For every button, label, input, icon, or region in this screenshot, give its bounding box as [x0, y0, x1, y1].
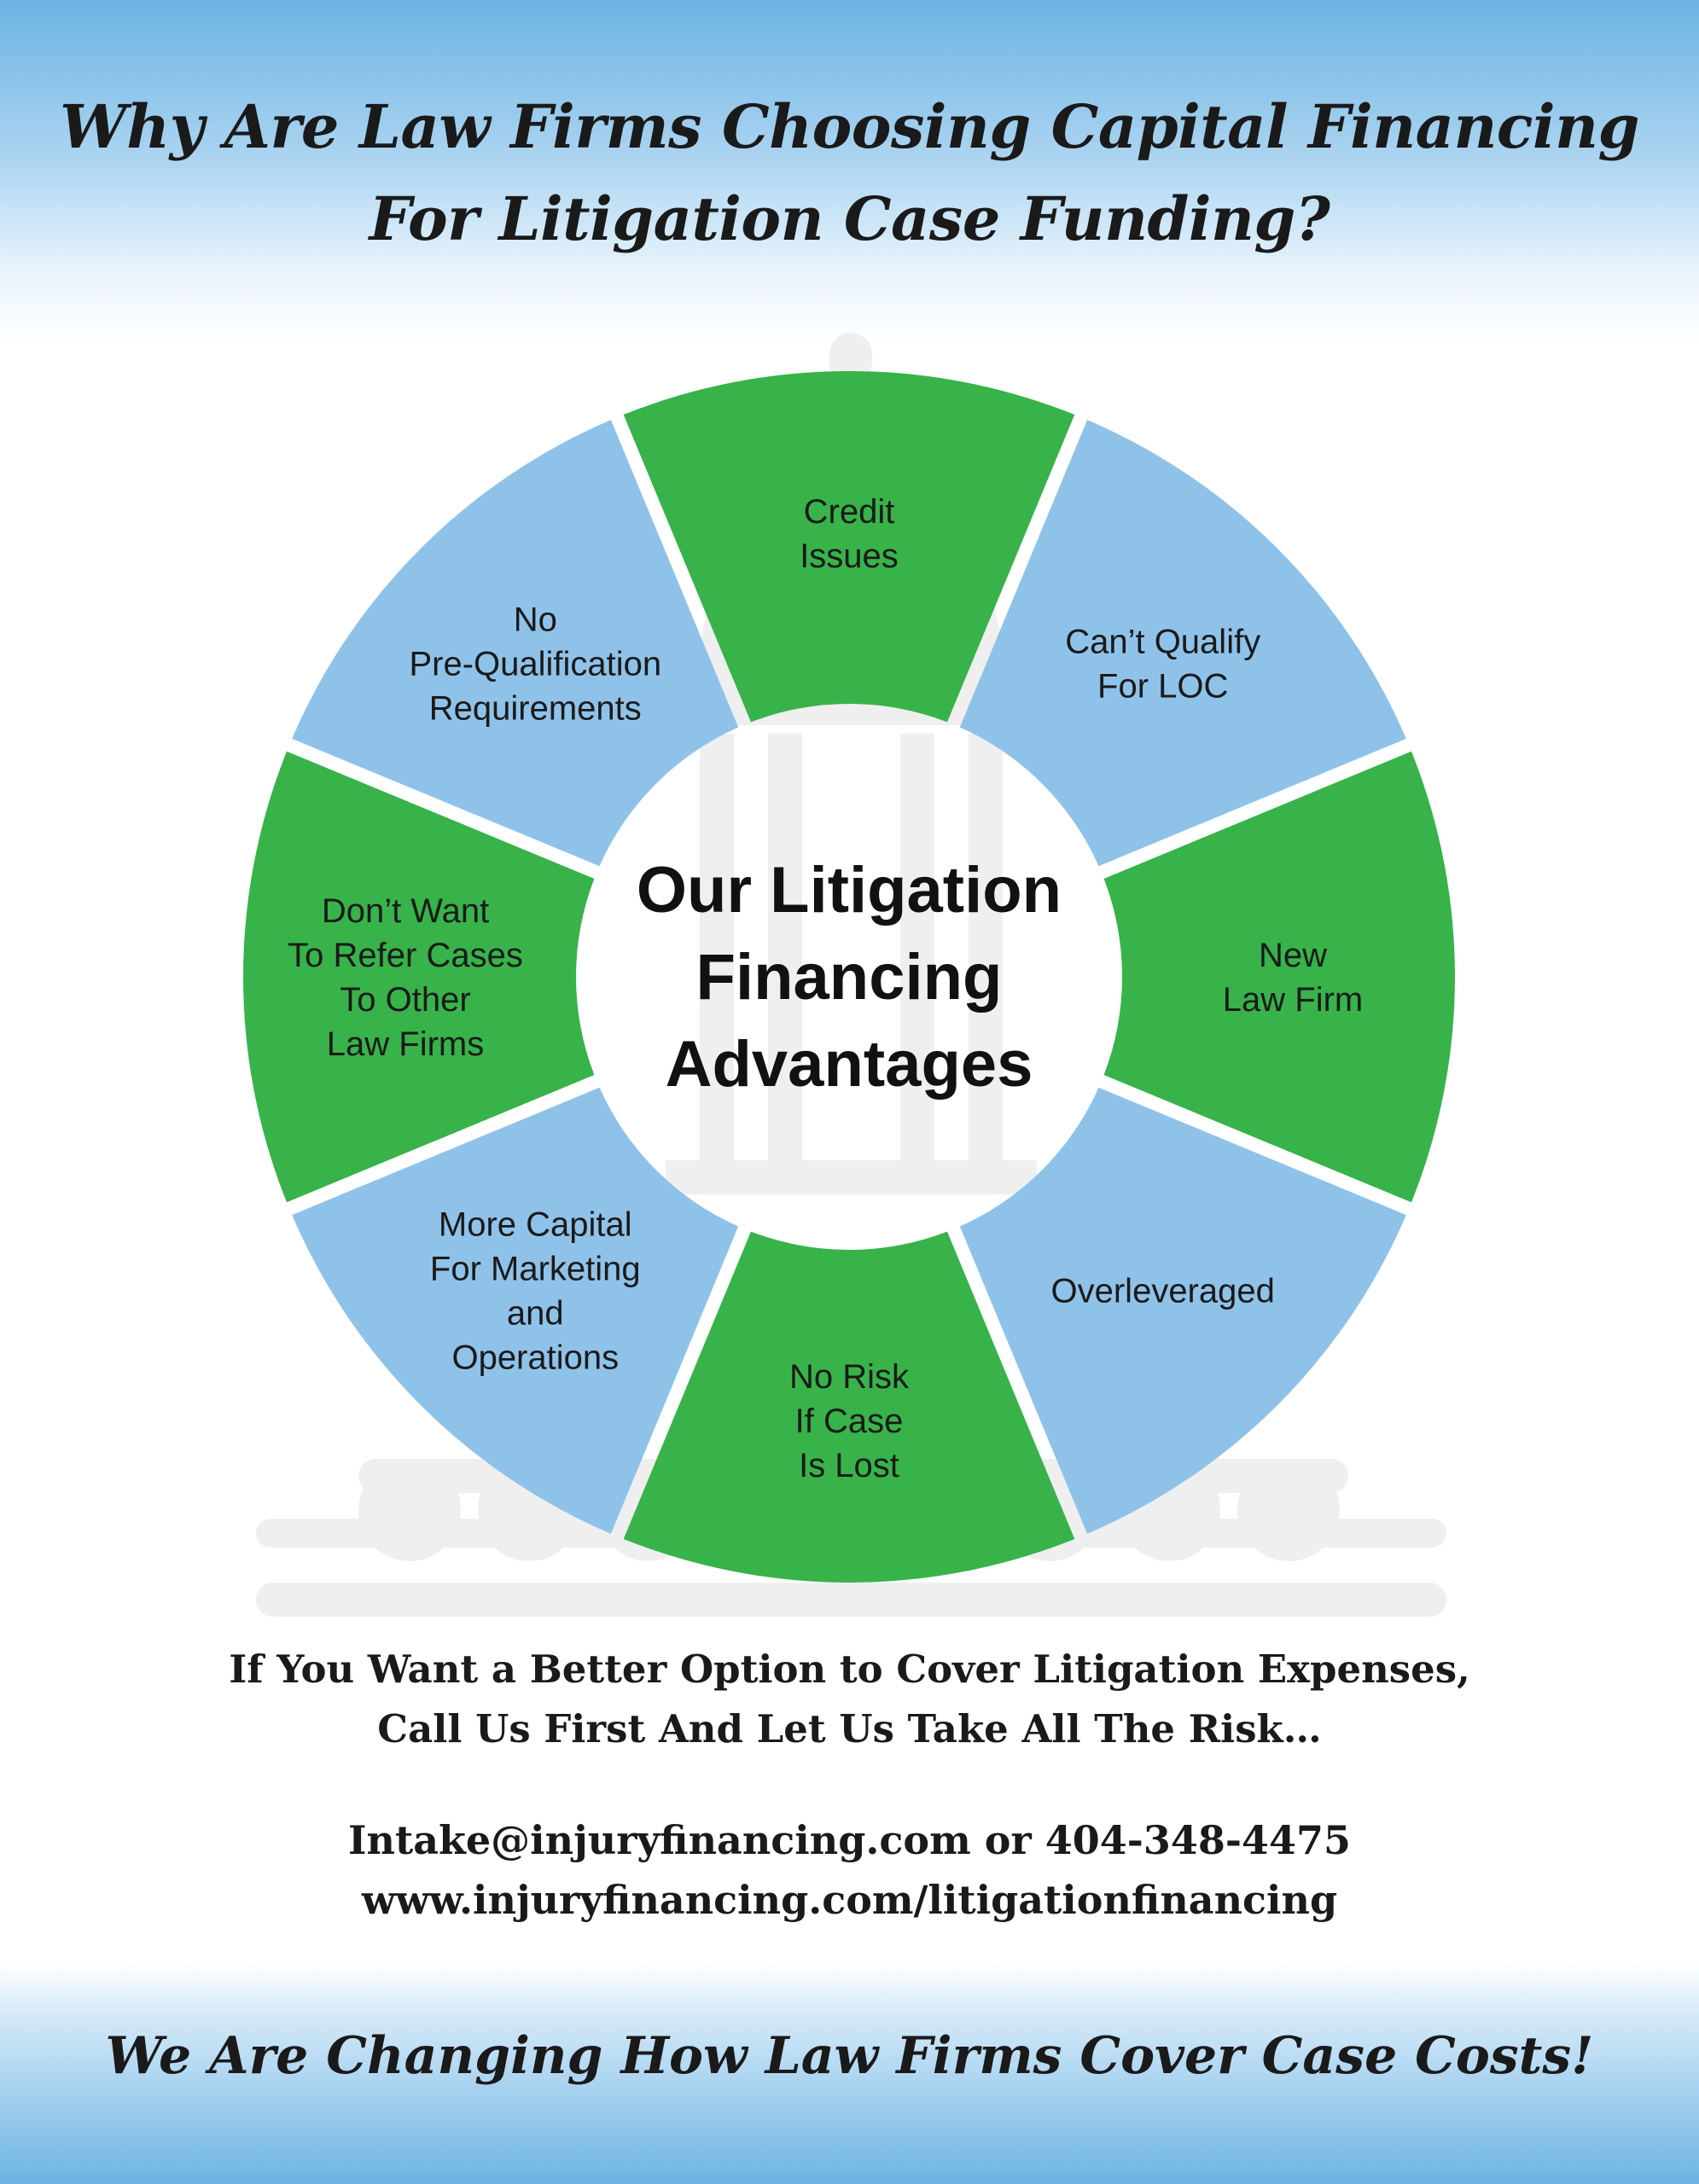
tagline: We Are Changing How Law Firms Cover Case…: [105, 2026, 1594, 2086]
segment-label-line: Law Firm: [1223, 981, 1363, 1019]
call-to-action: If You Want a Better Option to Cover Lit…: [0, 1640, 1699, 1759]
headline-line-1: Why Are Law Firms Choosing Capital Finan…: [60, 91, 1639, 162]
center-title-line: Financing: [696, 941, 1003, 1014]
contact-email-phone[interactable]: Intake@injuryfinancing.com or 404-348-44…: [348, 1817, 1351, 1863]
segment-label-line: To Refer Cases: [288, 937, 523, 974]
center-title-line: Advantages: [666, 1028, 1033, 1101]
headline-line-2: For Litigation Case Funding?: [369, 183, 1330, 254]
cta-line-2: Call Us First And Let Us Take All The Ri…: [377, 1706, 1322, 1751]
segment-label-line: Law Firms: [327, 1025, 484, 1063]
segment-new-law-firm: [1103, 751, 1455, 1203]
contact-info: Intake@injuryfinancing.com or 404-348-44…: [0, 1810, 1699, 1930]
segment-label-line: If Case: [795, 1403, 904, 1440]
segment-label-line: Operations: [451, 1339, 619, 1377]
segment-more-capital-for-marketing-and-operations: [292, 1087, 739, 1534]
cta-line-1: If You Want a Better Option to Cover Lit…: [229, 1647, 1470, 1692]
segment-no-risk-if-case-is-lost: [623, 1231, 1075, 1583]
segment-no-pre-qualification-requirements: [292, 420, 739, 867]
segment-label-line: Is Lost: [799, 1447, 899, 1484]
segment-label-line: More Capital: [439, 1206, 632, 1244]
segment-label-line: No: [514, 601, 557, 638]
segment-no-risk-if-case-is-lost-label: No Risk If Case Is Lost: [789, 1358, 910, 1484]
segment-overleveraged-label: Overleveraged: [1051, 1273, 1275, 1310]
headline: Why Are Law Firms Choosing Capital Finan…: [0, 81, 1699, 265]
segment-label-line: For LOC: [1097, 667, 1228, 705]
segment-can-t-qualify-for-loc: [959, 420, 1406, 867]
segment-label-line: For Marketing: [430, 1251, 641, 1288]
segment-label-line: and: [507, 1295, 564, 1333]
segment-label-line: No Risk: [789, 1358, 910, 1396]
bottom-gradient-band: [0, 1962, 1699, 2184]
contact-website[interactable]: www.injuryfinancing.com/litigationfinanc…: [361, 1877, 1338, 1923]
top-gradient-band: [0, 0, 1699, 341]
segment-label-line: To Other: [340, 981, 470, 1019]
segment-label-line: Requirements: [429, 689, 642, 727]
segment-label-line: Don’t Want: [322, 892, 489, 930]
segment-label-line: Credit: [804, 493, 895, 531]
segment-overleveraged: [959, 1087, 1406, 1534]
segment-label-line: Pre-Qualification: [409, 645, 661, 682]
segment-label-line: New: [1259, 937, 1327, 974]
segment-label-line: Issues: [800, 537, 899, 575]
segment-label-line: Can’t Qualify: [1065, 623, 1260, 660]
segment-credit-issues: [623, 370, 1075, 723]
segment-label-line: Overleveraged: [1051, 1273, 1275, 1310]
segment-don-t-want-to-refer-cases-to-other-law-firms: [242, 751, 595, 1203]
center-title-line: Our Litigation: [637, 854, 1062, 926]
